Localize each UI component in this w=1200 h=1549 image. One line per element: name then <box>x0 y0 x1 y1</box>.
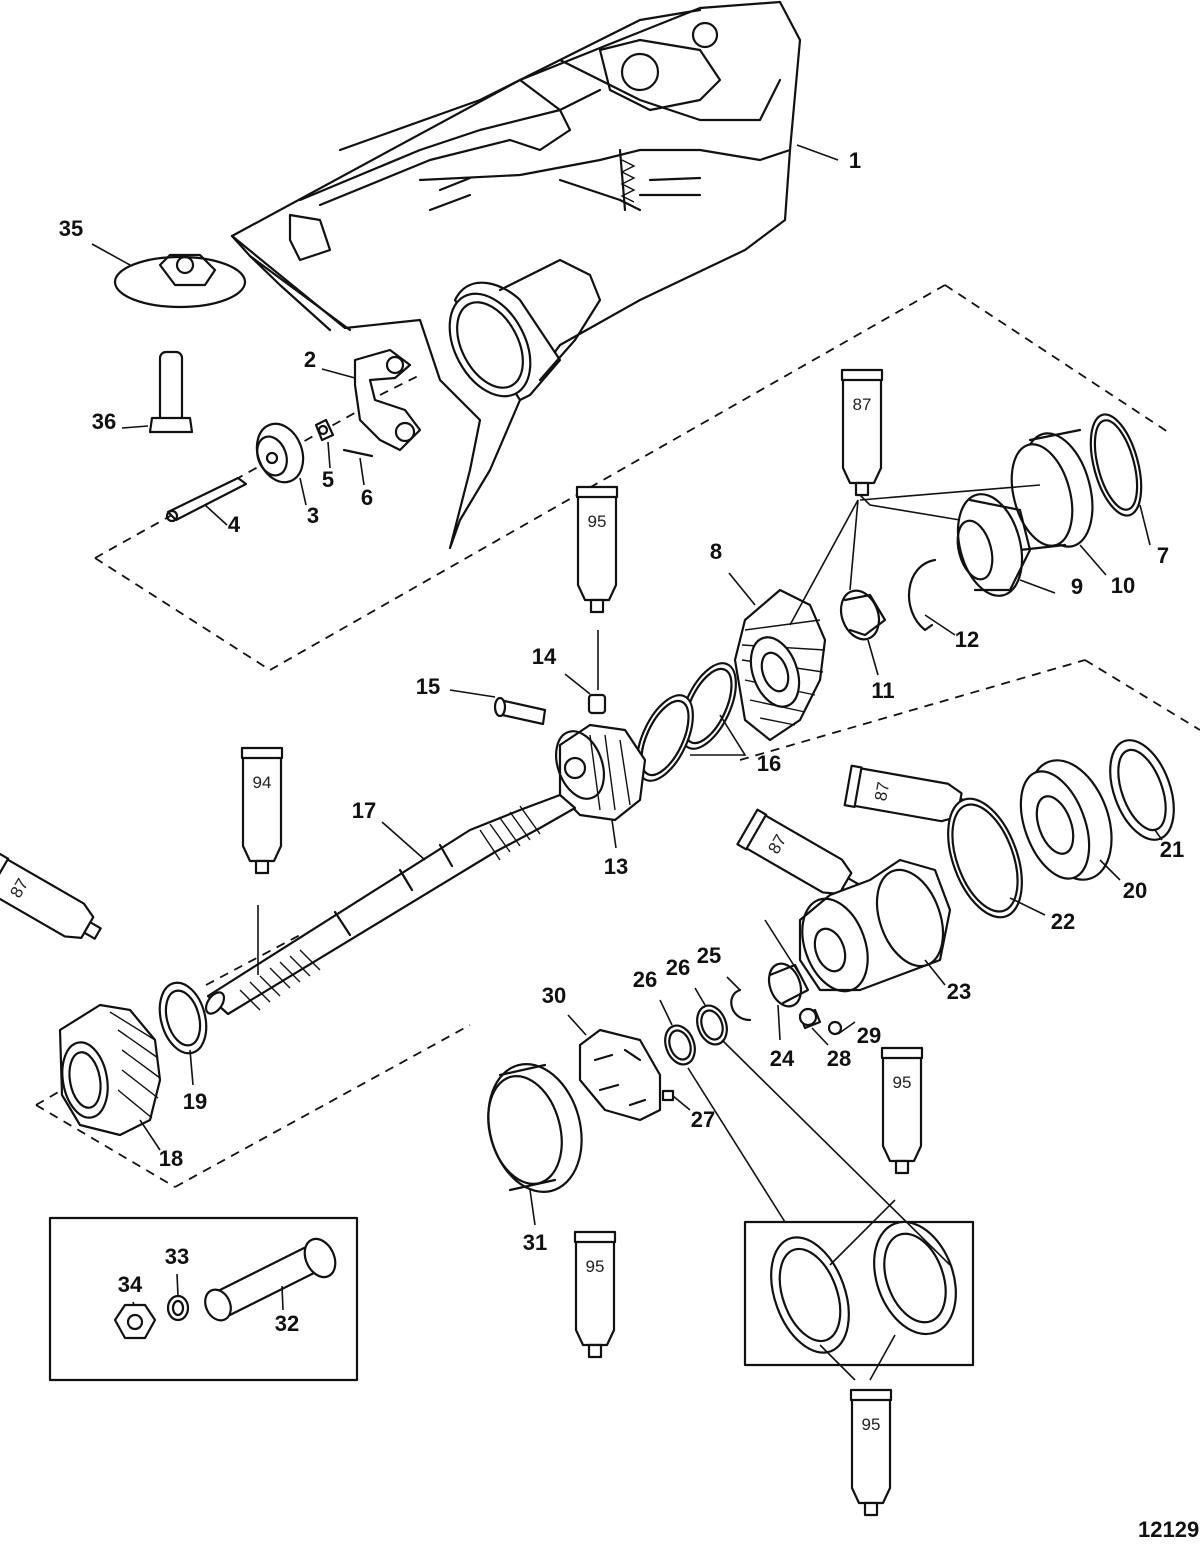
callout-c1: 1 <box>849 148 861 173</box>
clutch-part <box>555 723 647 849</box>
thrust-washer <box>158 981 208 1086</box>
callout-c25: 25 <box>697 943 721 968</box>
callout-c8: 8 <box>710 539 722 564</box>
lubricant-tube-t95c: 95 <box>573 1230 617 1359</box>
callout-c30: 30 <box>542 983 566 1008</box>
callout-c10: 10 <box>1111 573 1135 598</box>
callout-c4: 4 <box>228 512 241 537</box>
tube-label-t87c: 87 <box>871 780 893 802</box>
callout-c27: 27 <box>691 1107 715 1132</box>
callout-c26b: 26 <box>666 955 690 980</box>
callout-c18: 18 <box>159 1146 183 1171</box>
nut-washer-inset <box>48 1216 359 1382</box>
callout-c5: 5 <box>322 467 334 492</box>
callout-c15: 15 <box>416 674 440 699</box>
callout-c28: 28 <box>827 1046 851 1071</box>
tube-label-t95d: 95 <box>862 1415 881 1434</box>
callout-c7: 7 <box>1157 543 1169 568</box>
callout-c22: 22 <box>1051 909 1075 934</box>
reverse-gear <box>58 1003 162 1151</box>
callout-c2: 2 <box>304 347 316 372</box>
gear-housing <box>230 0 839 550</box>
tube-label-t95a: 95 <box>588 512 607 531</box>
callout-c32: 32 <box>275 1311 299 1336</box>
anode-part <box>91 243 247 309</box>
callout-c9: 9 <box>1071 574 1083 599</box>
drawing-number: 12129 <box>1138 1517 1199 1542</box>
shift-linkage-parts <box>165 348 422 526</box>
lubricant-tube-t95d: 95 <box>849 1388 893 1517</box>
lubricant-tube-t95a: 95 <box>575 485 619 614</box>
tube-label-t94: 94 <box>253 773 272 792</box>
bolt-part <box>121 350 194 434</box>
lubricant-tube-t94: 94 <box>240 746 284 875</box>
callout-c16: 16 <box>757 751 781 776</box>
tube-label-t87a: 87 <box>853 395 872 414</box>
callout-c35: 35 <box>59 216 83 241</box>
callout-c19: 19 <box>183 1089 207 1114</box>
callout-c33: 33 <box>165 1244 189 1269</box>
seal-detail-inset <box>687 1039 975 1381</box>
bearing-assembly-upper <box>839 413 1151 676</box>
lubricant-tube-t95b: 95 <box>880 1046 924 1175</box>
callout-c20: 20 <box>1123 878 1147 903</box>
callout-c24: 24 <box>770 1046 795 1071</box>
tube-label-t95c: 95 <box>586 1257 605 1276</box>
callout-c17: 17 <box>352 798 376 823</box>
callout-c21: 21 <box>1160 837 1184 862</box>
tube-label-t95b: 95 <box>893 1073 912 1092</box>
callout-c14: 14 <box>532 644 557 669</box>
callout-c29: 29 <box>857 1023 881 1048</box>
callout-c34: 34 <box>118 1272 143 1297</box>
callout-c3: 3 <box>307 503 319 528</box>
callout-c6: 6 <box>361 485 373 510</box>
callout-c11: 11 <box>871 678 894 703</box>
callout-c31: 31 <box>523 1230 547 1255</box>
forward-gear <box>728 572 827 742</box>
retaining-rings <box>636 662 747 782</box>
callout-c23: 23 <box>947 979 971 1004</box>
callout-c12: 12 <box>955 627 979 652</box>
callout-c36: 36 <box>92 409 116 434</box>
pin-parts <box>449 673 607 726</box>
seal-and-washer-parts <box>487 987 728 1226</box>
lubricant-tube-t87b: 87 <box>0 852 102 940</box>
lubricant-leaders <box>257 484 1041 976</box>
lubricant-tube-t87a: 87 <box>840 368 884 497</box>
propeller-shaft <box>204 793 577 1016</box>
callout-c13: 13 <box>604 854 628 879</box>
lubricant-tube-t87c: 87 <box>843 764 974 823</box>
bearing-carrier-assembly <box>726 739 1175 1046</box>
callout-c26a: 26 <box>633 967 657 992</box>
